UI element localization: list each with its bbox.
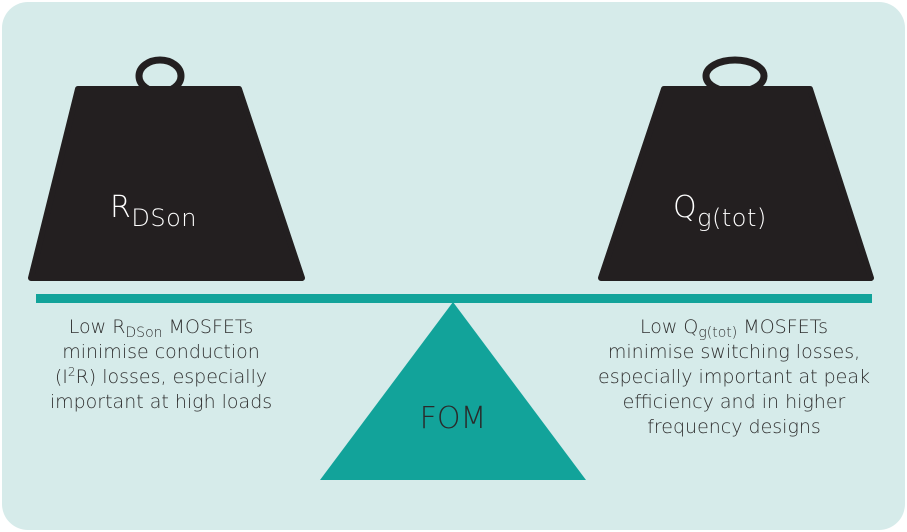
right-weight-body: [598, 86, 874, 281]
right-caption-line-1: Low Qg(tot) MOSFETs: [639, 316, 829, 341]
left-caption-line-4: important at high loads: [49, 391, 273, 413]
balance-beam: [36, 294, 872, 303]
left-caption-line-1: Low RDSon MOSFETs: [68, 316, 254, 341]
left-weight-body: [28, 86, 305, 281]
left-caption-line-3: (I2R) losses, especially: [54, 365, 268, 388]
fulcrum-label: FOM: [419, 401, 487, 436]
right-caption: Low Qg(tot) MOSFETs minimise switching l…: [584, 315, 884, 440]
left-caption: Low RDSon MOSFETs minimise conduction (I…: [16, 315, 306, 415]
left-weight-label: RDSon: [110, 190, 197, 232]
right-caption-line-3: especially important at peak: [598, 366, 870, 388]
fulcrum-triangle: [320, 302, 586, 480]
right-caption-line-2: minimise switching losses,: [607, 341, 861, 363]
left-caption-line-2: minimise conduction: [62, 341, 260, 363]
right-caption-line-5: frequency designs: [647, 416, 821, 438]
right-caption-line-4: efficiency and in higher: [622, 391, 846, 413]
right-weight-label: Qg(tot): [673, 190, 767, 232]
